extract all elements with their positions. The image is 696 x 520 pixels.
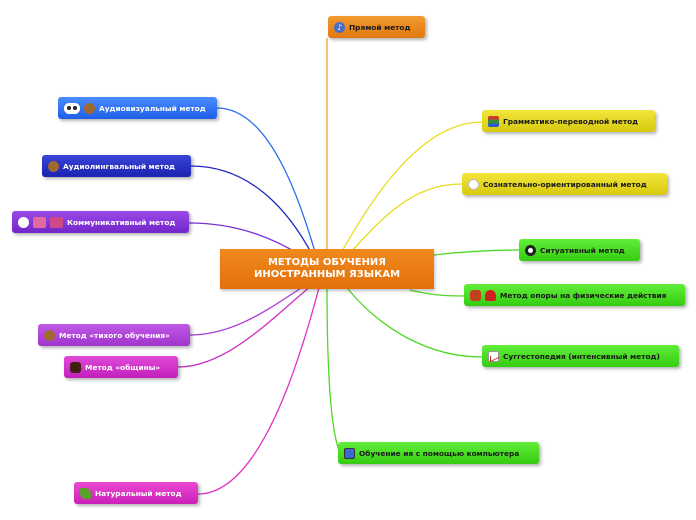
- people-icon: [33, 216, 46, 228]
- eyes-monkey-icon: [64, 102, 80, 114]
- node-direct[interactable]: ♪ Прямой метод: [328, 16, 425, 38]
- music-note-icon: ♪: [334, 21, 345, 33]
- central-topic-line2: ИНОСТРАННЫМ ЯЗЫКАМ: [253, 269, 401, 280]
- leaf-icon: [80, 487, 91, 499]
- node-natural-label: Натуральный метод: [95, 488, 182, 498]
- speech-people-icon: [18, 216, 29, 228]
- node-computer[interactable]: Обучение ия с помощью компьютера: [338, 442, 539, 464]
- link-computer: [326, 285, 341, 454]
- link-community: [177, 281, 317, 368]
- node-physical[interactable]: Метод опоры на физические действия: [464, 284, 685, 306]
- monkey-icon: [48, 160, 59, 172]
- node-grammar-label: Грамматико-переводной метод: [503, 116, 639, 126]
- node-computer-label: Обучение ия с помощью компьютера: [359, 448, 520, 458]
- link-audiovisual: [216, 107, 319, 263]
- monkey-icon: [44, 329, 55, 341]
- people-icon: [50, 216, 63, 228]
- node-suggestopedia-label: Суггестопедия (интенсивный метод): [503, 351, 660, 361]
- chart-icon: [488, 350, 499, 362]
- computer-icon: [344, 447, 355, 459]
- node-conscious[interactable]: Сознательно-ориентированный метод: [462, 173, 667, 195]
- dancer-icon: [485, 289, 496, 301]
- eight-ball-icon: [525, 244, 536, 256]
- node-situational-label: Ситуативный метод: [540, 245, 625, 255]
- node-audiovisual-label: Аудиовизуальный метод: [99, 103, 206, 113]
- node-suggestopedia[interactable]: Суггестопедия (интенсивный метод): [482, 345, 679, 367]
- link-situational: [433, 249, 520, 256]
- runner-icon: [470, 289, 481, 301]
- books-icon: [488, 115, 499, 127]
- link-grammar: [335, 121, 483, 263]
- node-physical-label: Метод опоры на физические действия: [500, 290, 667, 300]
- speech-bubble-icon: [468, 178, 479, 190]
- node-silent-label: Метод «тихого обучения»: [59, 330, 170, 340]
- node-audiolingual-label: Аудиолингвальный метод: [63, 161, 175, 171]
- link-suggestopedia: [343, 283, 483, 358]
- node-communicative-label: Коммуникативный метод: [67, 217, 176, 227]
- central-topic[interactable]: МЕТОДЫ ОБУЧЕНИЯ ИНОСТРАННЫМ ЯЗЫКАМ: [220, 249, 434, 289]
- link-audiolingual: [190, 165, 317, 263]
- node-grammar[interactable]: Грамматико-переводной метод: [482, 110, 655, 132]
- node-natural[interactable]: Натуральный метод: [74, 482, 198, 504]
- link-physical: [409, 289, 465, 297]
- central-topic-line1: МЕТОДЫ ОБУЧЕНИЯ: [267, 257, 387, 268]
- node-community-label: Метод «общины»: [85, 362, 161, 372]
- node-communicative[interactable]: Коммуникативный метод: [12, 211, 189, 233]
- node-conscious-label: Сознательно-ориентированный метод: [483, 179, 647, 189]
- node-audiolingual[interactable]: Аудиолингвальный метод: [42, 155, 191, 177]
- node-audiovisual[interactable]: Аудиовизуальный метод: [58, 97, 217, 119]
- node-direct-label: Прямой метод: [349, 22, 411, 32]
- monkey-icon: [84, 102, 95, 114]
- link-natural: [197, 283, 321, 495]
- node-situational[interactable]: Ситуативный метод: [519, 239, 640, 261]
- node-community[interactable]: Метод «общины»: [64, 356, 178, 378]
- node-silent[interactable]: Метод «тихого обучения»: [38, 324, 190, 346]
- group-icon: [70, 361, 81, 373]
